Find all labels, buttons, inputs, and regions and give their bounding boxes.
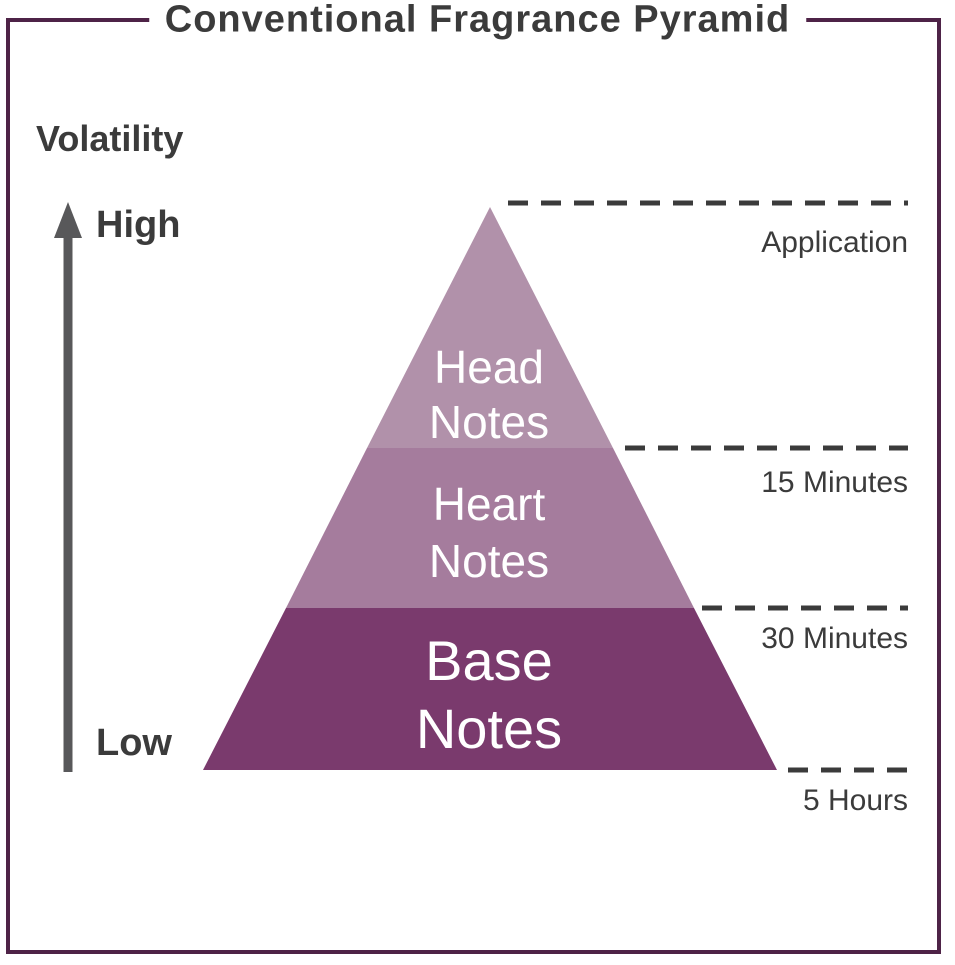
tier-base-notes [203,608,777,770]
base-notes-label-line1: Base [425,629,553,692]
volatility-high-label: High [96,204,181,246]
volatility-up-arrow-icon [54,202,82,772]
base-notes-label-line2: Notes [416,697,562,760]
volatility-axis-label: Volatility [36,118,184,159]
head-notes-label-line2: Notes [429,396,549,448]
marker-label-15-minutes: 15 Minutes [761,466,908,499]
heart-notes-label-line2: Notes [429,535,549,587]
marker-label-30-minutes: 30 Minutes [761,622,908,655]
heart-notes-label-line1: Heart [433,478,546,530]
arrow-head [54,202,82,238]
tier-heart-notes [286,448,694,608]
volatility-low-label: Low [96,722,172,764]
marker-label-application: Application [761,226,908,259]
head-notes-label-line1: Head [434,341,544,393]
tier-head-notes [367,207,613,448]
marker-label-5-hours: 5 Hours [803,784,908,817]
diagram-title: Conventional Fragrance Pyramid [148,0,807,42]
